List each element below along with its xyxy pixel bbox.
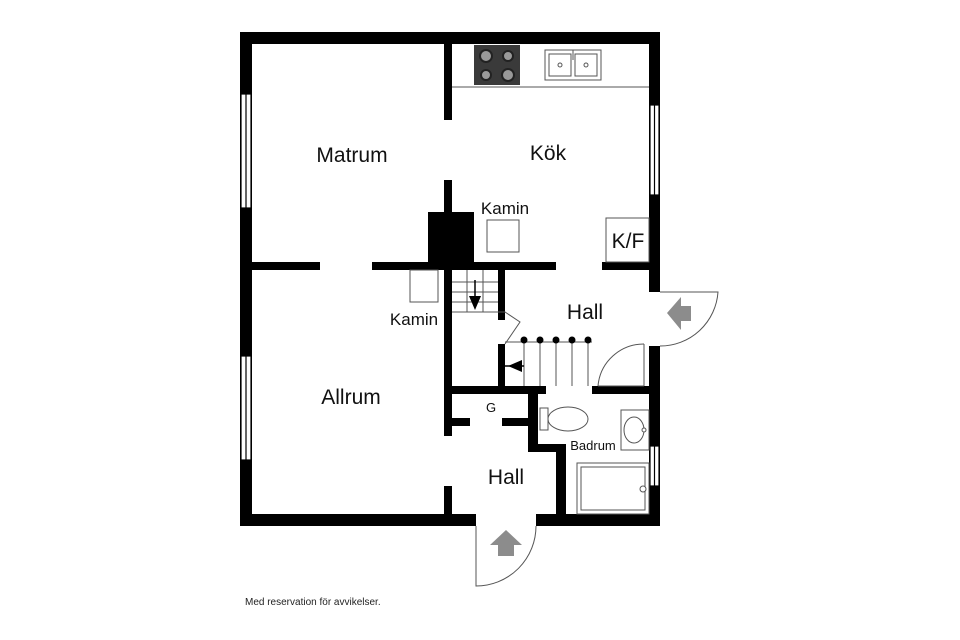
entrance-arrow-icon <box>490 530 522 556</box>
washbasin-icon <box>620 409 650 451</box>
sink-icon <box>544 49 602 81</box>
shower-icon <box>576 462 650 515</box>
inner-door <box>597 343 645 387</box>
staircase-right <box>505 336 592 386</box>
room-label-allrum: Allrum <box>321 386 381 409</box>
room-label-matrum: Matrum <box>316 144 387 167</box>
bathroom-fixtures <box>539 406 650 515</box>
entrance-door-south <box>475 525 537 587</box>
fixture-label-kf: K/F <box>612 230 645 253</box>
kitchen-counter <box>452 45 649 88</box>
room-label-kok: Kök <box>530 142 567 165</box>
windows <box>240 93 660 487</box>
fixture-label-garderob: G <box>486 400 496 415</box>
fixture-label-kamin-lower: Kamin <box>390 310 438 329</box>
kamin-upper-icon <box>486 219 520 253</box>
stair-direction-arrow-icon <box>469 296 481 310</box>
room-label-hall-upper: Hall <box>567 301 603 324</box>
entrance-door-east <box>659 291 719 347</box>
interior-walls <box>252 44 649 514</box>
entrance-arrow-icon <box>667 297 691 330</box>
room-label-badrum: Badrum <box>570 438 616 453</box>
toilet-icon <box>539 406 589 432</box>
fridge-freezer-box <box>605 217 650 263</box>
room-label-hall-lower: Hall <box>488 466 524 489</box>
disclaimer-text: Med reservation för avvikelser. <box>245 597 381 608</box>
staircase-down <box>452 270 521 345</box>
fixture-label-kamin-upper: Kamin <box>481 199 529 218</box>
stair-direction-arrow-icon <box>508 360 522 372</box>
kamin-lower-icon <box>409 269 439 303</box>
fireplaces <box>409 219 520 303</box>
